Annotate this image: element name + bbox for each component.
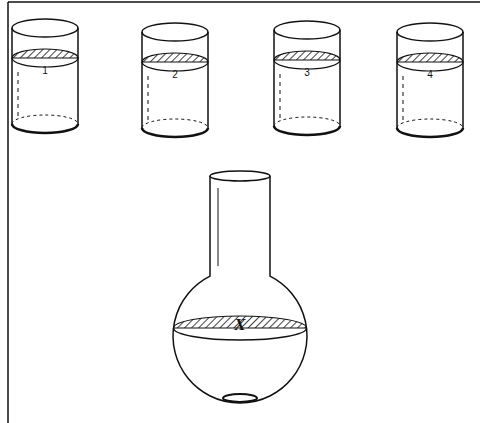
beaker-base <box>142 128 208 137</box>
flask-outline <box>172 170 308 406</box>
beaker-node: 4 <box>395 22 465 140</box>
beaker-outline <box>10 18 80 136</box>
beaker-outline <box>272 20 342 138</box>
flask-mouth <box>210 171 270 181</box>
frame-left <box>7 2 9 423</box>
beaker-base-back <box>274 117 340 126</box>
beaker-outline <box>140 22 210 140</box>
beaker-base-back <box>397 119 463 128</box>
glass-shine <box>280 74 281 118</box>
beaker-rim <box>274 21 340 39</box>
glass-shine <box>403 76 404 120</box>
glass-shine <box>18 72 19 116</box>
beaker-rim <box>397 23 463 41</box>
liquid-surface <box>142 53 208 62</box>
flask-node: X <box>172 170 308 406</box>
liquid-surface <box>397 53 463 62</box>
beaker-number: 2 <box>140 70 210 80</box>
flask-label: X <box>172 316 308 333</box>
beaker-node: 2 <box>140 22 210 140</box>
beaker-rim <box>142 23 208 41</box>
beaker-wall <box>397 32 463 128</box>
beaker-number: 3 <box>272 68 342 78</box>
flask-base <box>223 394 257 402</box>
beaker-rim <box>12 19 78 37</box>
beaker-number: 4 <box>395 70 465 80</box>
liquid-surface <box>274 51 340 60</box>
beaker-wall <box>12 28 78 124</box>
beaker-wall <box>142 32 208 128</box>
beaker-base-back <box>142 119 208 128</box>
beaker-base <box>274 126 340 135</box>
beaker-number: 1 <box>10 66 80 76</box>
flask-body <box>173 176 307 403</box>
beaker-node: 3 <box>272 20 342 138</box>
beaker-node: 1 <box>10 18 80 136</box>
frame-top <box>8 1 480 3</box>
beaker-base <box>397 128 463 137</box>
liquid-surface <box>12 49 78 58</box>
neck-shine <box>218 188 219 266</box>
beaker-outline <box>395 22 465 140</box>
beaker-wall <box>274 30 340 126</box>
glass-shine <box>148 76 149 120</box>
beaker-base <box>12 124 78 133</box>
beaker-base-back <box>12 115 78 124</box>
